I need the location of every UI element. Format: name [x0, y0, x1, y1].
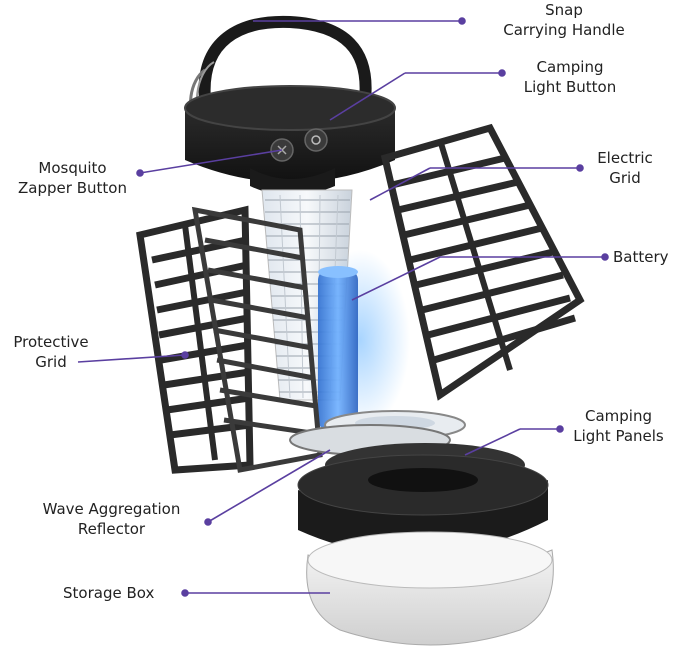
camping-light-button[interactable] [304, 128, 328, 152]
callout-line: Light Panels [573, 427, 664, 445]
callout-line: Camping [536, 58, 604, 76]
callout-line: Mosquito [38, 159, 107, 177]
callout-line: Camping [585, 407, 652, 425]
callout-line: Carrying Handle [503, 21, 625, 39]
left-protective-grid [136, 205, 254, 474]
callout-line: Snap [545, 1, 583, 19]
callout-line: Wave Aggregation [42, 500, 181, 518]
callout-line: Battery [613, 248, 669, 266]
wave-aggregation-reflector [289, 410, 466, 456]
callout-lines [77, 17, 609, 597]
callout-snap-handle: Snap Carrying Handle [494, 0, 634, 40]
callout-line: Electric [597, 149, 653, 167]
callout-line: Storage Box [63, 584, 155, 602]
callout-protective-grid: Protective Grid [4, 332, 98, 372]
callout-line: Grid [609, 169, 641, 187]
callout-line: Light Button [523, 78, 617, 96]
storage-box [306, 531, 554, 646]
callout-camping-light-panels: Camping Light Panels [566, 406, 671, 446]
callout-line: Zapper Button [18, 179, 127, 197]
callout-line: Reflector [77, 520, 146, 538]
top-cap [184, 85, 396, 196]
light-icon [311, 135, 321, 145]
callout-wave-aggregation-reflector: Wave Aggregation Reflector [34, 499, 189, 539]
callout-line: Protective [13, 333, 89, 351]
callout-mosquito-zapper-button: Mosquito Zapper Button [10, 158, 135, 198]
callout-line: Grid [35, 353, 67, 371]
callout-storage-box: Storage Box [63, 583, 154, 603]
battery [310, 250, 410, 430]
callout-camping-light-button: Camping Light Button [510, 57, 630, 97]
callout-electric-grid: Electric Grid [586, 148, 664, 188]
callout-battery: Battery [613, 247, 669, 267]
